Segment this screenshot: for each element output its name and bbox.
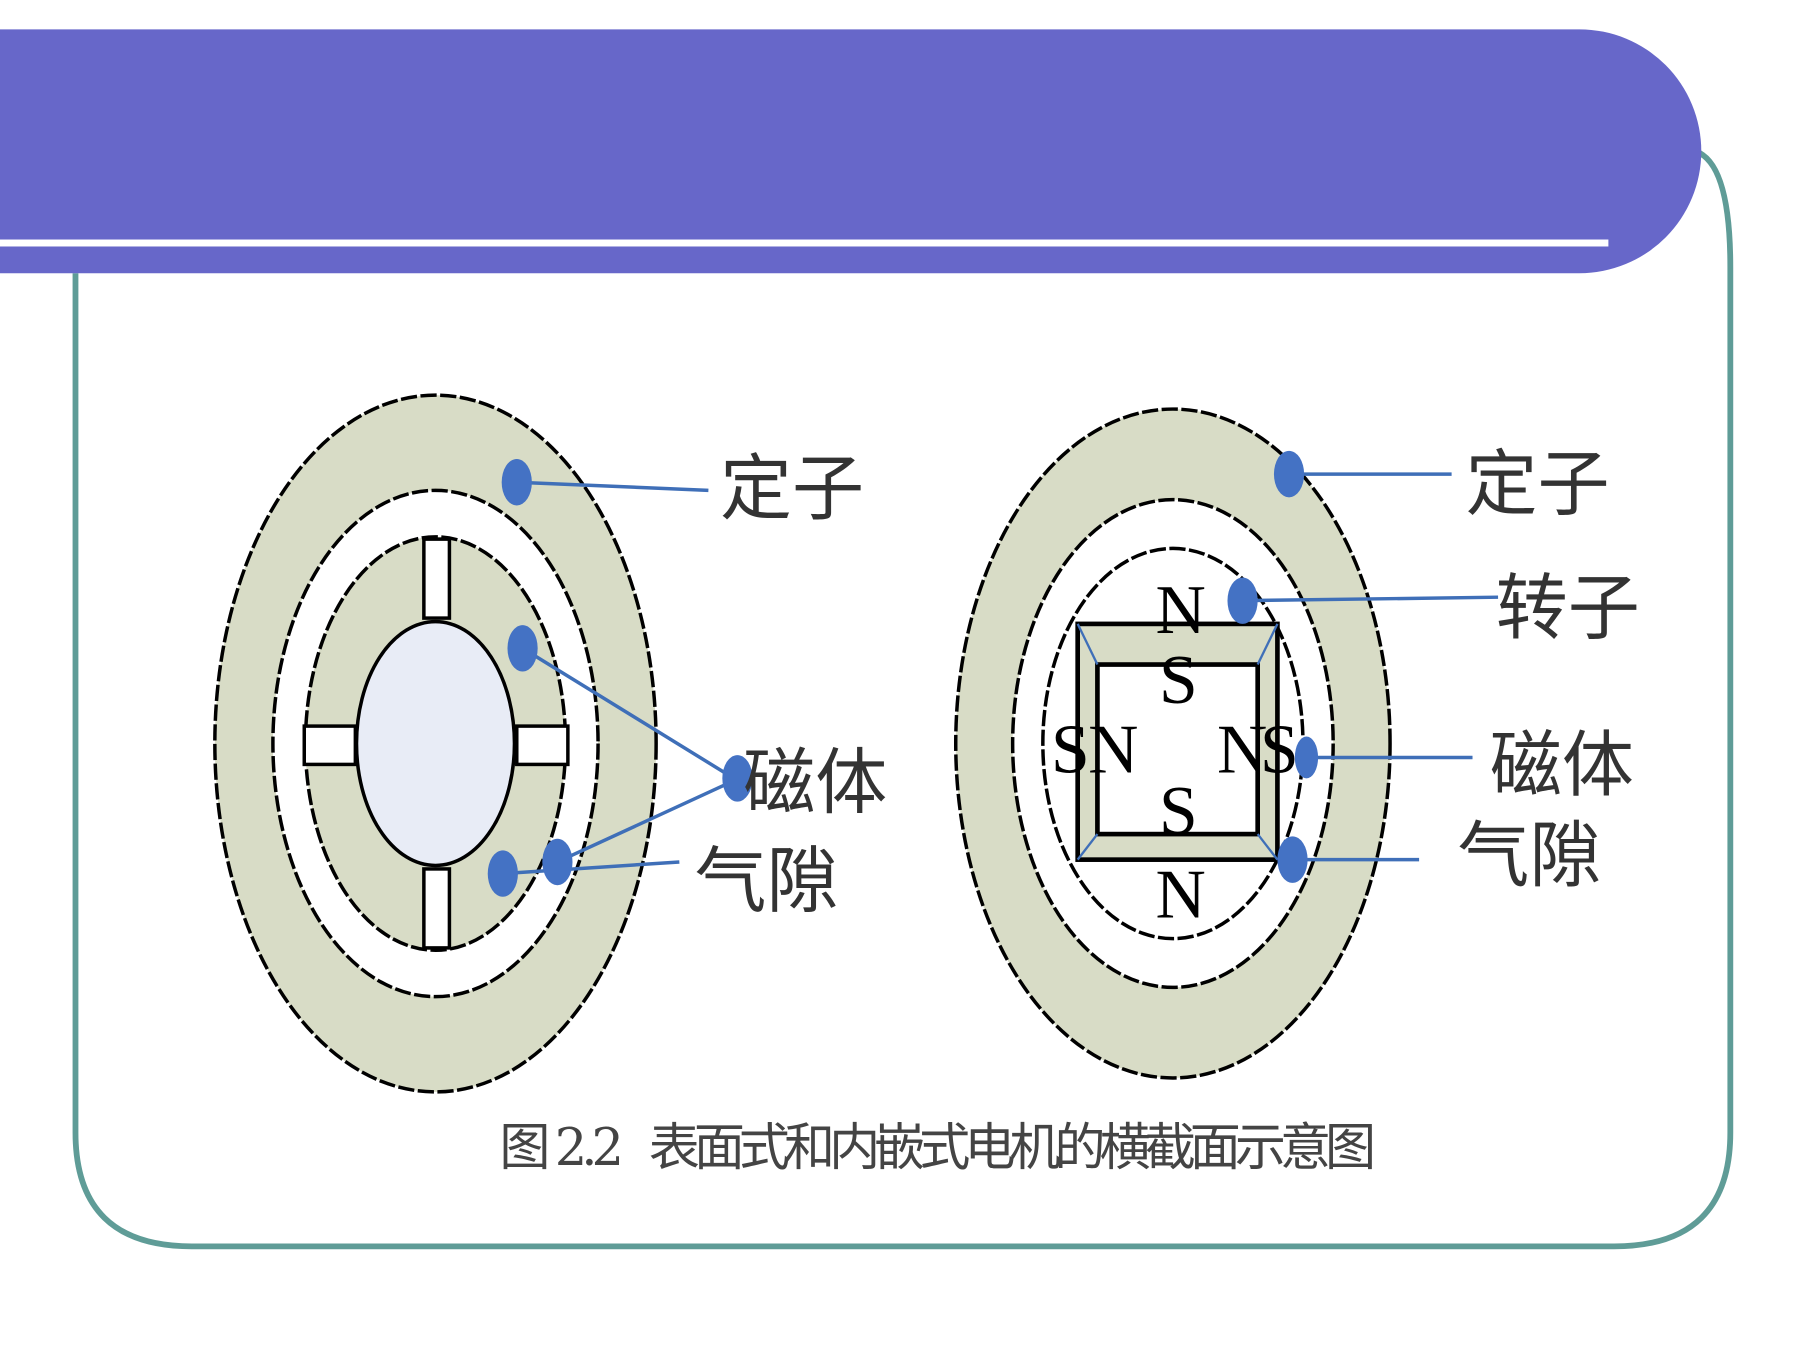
magnet-left xyxy=(302,724,358,767)
rotor-core xyxy=(1095,662,1261,837)
label-stator: 定子 xyxy=(720,447,864,531)
label-stator: 定子 xyxy=(1466,442,1610,526)
leader-line xyxy=(516,480,709,493)
leader-line xyxy=(1242,595,1499,603)
leader-dot xyxy=(501,459,532,506)
leader-dot xyxy=(542,838,573,886)
pole-label: N xyxy=(1155,572,1205,649)
header-divider xyxy=(0,239,1609,247)
leader-dot xyxy=(507,625,538,672)
pole-label: S xyxy=(1159,773,1198,850)
leader-dot xyxy=(1277,836,1308,883)
pole-label: S xyxy=(1260,712,1299,789)
leader-line xyxy=(521,646,735,780)
leader-line xyxy=(556,779,735,864)
leader-dot xyxy=(722,755,753,802)
pole-label: N xyxy=(1155,857,1205,934)
leader-dot xyxy=(1227,577,1258,624)
header-band xyxy=(0,29,1702,274)
label-rotor: 转子 xyxy=(1496,566,1640,650)
figure-caption: 图 2.2 表面式和内嵌式电机的横截面示意图 xyxy=(499,1119,1376,1178)
pole-label: N xyxy=(1088,712,1138,789)
surface-mount-motor: 定子 磁体 气隙 xyxy=(213,393,887,1094)
magnet-right xyxy=(515,724,570,767)
magnet-top xyxy=(422,537,452,620)
label-magnet: 磁体 xyxy=(1490,723,1634,807)
magnet-bottom xyxy=(422,867,452,950)
label-air-gap: 气隙 xyxy=(1457,814,1601,898)
label-magnet: 磁体 xyxy=(743,740,887,824)
label-air-gap: 气隙 xyxy=(694,839,838,923)
shaft xyxy=(354,619,517,868)
interior-mount-motor: N S S N N S S N 定子 转子 磁体 气隙 xyxy=(954,407,1640,1080)
pole-label: S xyxy=(1051,712,1090,789)
leader-dot xyxy=(1273,450,1305,498)
content-frame xyxy=(72,148,1734,1250)
leader-dot xyxy=(487,850,518,897)
leader-line xyxy=(502,860,680,876)
leader-dot xyxy=(1294,736,1319,779)
pole-label: N xyxy=(1217,712,1267,789)
pole-label: S xyxy=(1159,642,1198,719)
